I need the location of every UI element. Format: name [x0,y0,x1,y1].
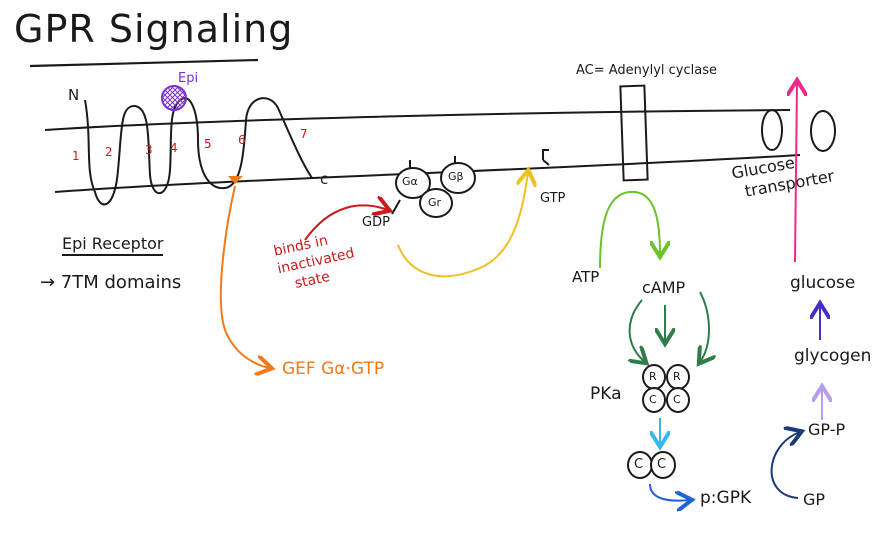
atp-label: ATP [572,268,600,286]
title-underline [29,58,259,68]
pink-arrow-glucose-out [795,82,797,263]
g-alpha-label: Gα [402,175,418,188]
g-beta-subunit [440,162,476,194]
glucose-transporter-channel [810,110,836,152]
pgpk-label: p:GPK [700,488,752,508]
receptor-7tm-note: → 7TM domains [40,272,182,293]
gdp-tether [391,199,401,215]
c-terminus-label: c [320,170,329,188]
g-protein-dangling-tail [542,149,550,166]
helix-number-3: 3 [145,143,153,157]
pka-r-left-label: R [649,370,657,383]
yellow-arrow-gdp-to-gtp [397,172,528,278]
pka-c-right-label: C [673,393,681,406]
pka-c-subunit-right [666,387,690,413]
membrane-end-cap [761,109,783,151]
gpp-label: GP-P [808,420,846,439]
free-c-left-label: C [634,457,644,472]
red-arrow-gdp-binding [304,205,388,241]
g-gamma-subunit [419,188,453,218]
helix-number-2: 2 [105,145,113,159]
adenylyl-cyclase-box [619,84,649,182]
pka-c-left-label: C [649,393,657,406]
pka-c-subunit-left [642,387,666,413]
dark-green-arrow-camp-left [630,299,645,362]
helix-number-5: 5 [204,137,212,151]
epi-ligand-icon [161,85,187,111]
gdp-label: GDP [362,215,390,230]
glucose-label: glucose [790,273,856,293]
navy-arrow-gp-to-gpp [770,432,800,499]
g-alpha-subunit [395,167,431,199]
g-gamma-label: Gr [428,196,442,209]
camp-label: cAMP [642,278,686,297]
blue-arrow-c-to-pgpk [649,483,690,501]
n-terminus-label: N [68,86,80,104]
receptor-binding-site [228,176,243,184]
gp-label: GP [803,490,826,509]
free-c-right-label: C [657,457,667,472]
gef-label: GEF Gα·GTP [282,359,385,379]
receptor-name-label: Epi Receptor [62,236,164,256]
helix-number-7: 7 [300,127,308,141]
glycogen-label: glycogen [794,346,872,366]
epi-ligand-label: Epi [178,71,199,86]
pka-label: PKa [590,384,622,404]
pka-r-right-label: R [673,370,681,383]
orange-arrow-to-gef [219,185,270,368]
adenylyl-cyclase-label: AC= Adenylyl cyclase [576,63,718,78]
helix-number-4: 4 [170,141,178,155]
page-title: GPR Signaling [14,7,294,51]
dark-green-arrow-camp-right [700,291,709,362]
green-arrow-atp-to-camp [599,190,660,269]
g-beta-label: Gβ [448,170,464,183]
receptor-7tm-chain [84,97,313,206]
membrane-top-line [44,109,791,131]
free-c-subunit-right [650,451,676,479]
gtp-label: GTP [540,191,566,206]
helix-number-1: 1 [72,149,80,163]
helix-number-6: 6 [238,133,246,147]
